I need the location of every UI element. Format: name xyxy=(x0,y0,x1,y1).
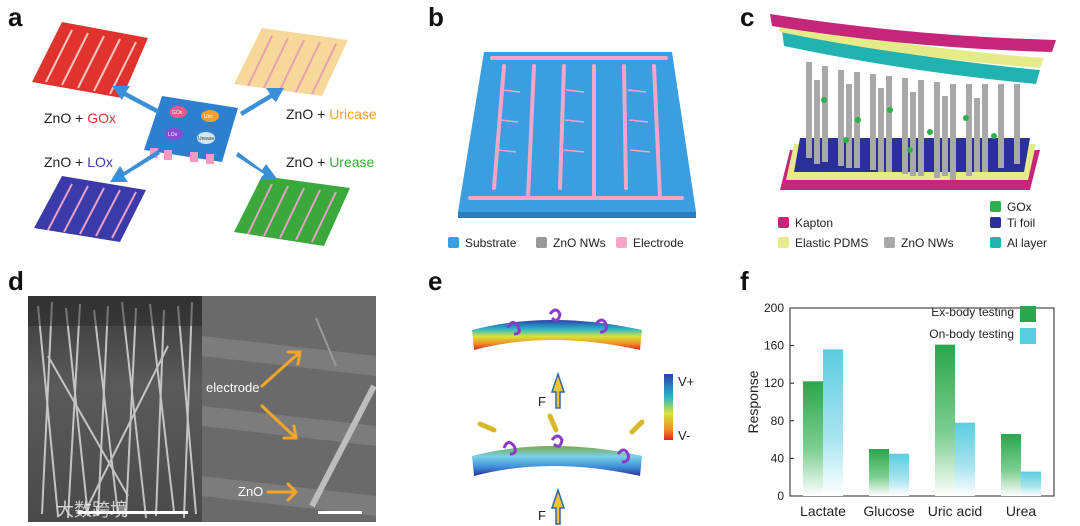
legend-zno-nws-c: ZnO NWs xyxy=(884,236,954,250)
legend-gox: GOx xyxy=(990,200,1032,214)
swatch-elastic-pdms xyxy=(778,237,789,248)
zno-label: ZnO xyxy=(238,484,264,499)
potential-colorbar xyxy=(664,374,673,440)
scale-top-label: V+ xyxy=(678,374,694,389)
bar-on-body xyxy=(955,422,975,496)
zno-nanowires xyxy=(497,89,651,153)
panel-letter-f: f xyxy=(740,266,749,296)
swatch-kapton xyxy=(778,217,789,228)
scale-bar-left xyxy=(78,511,188,514)
bar-ex-body xyxy=(803,381,823,496)
center-tag-gox: GOx xyxy=(172,110,183,116)
watermark: 大数跨境 xyxy=(56,500,128,521)
strained-film-bottom xyxy=(472,446,642,476)
enzyme-molecules xyxy=(502,308,630,464)
panel-letter-e: e xyxy=(428,266,443,296)
enzyme-gox: GOx xyxy=(87,110,116,126)
urease-chip xyxy=(234,176,350,246)
panel-a-arrows xyxy=(110,86,284,182)
y-tick-label: 80 xyxy=(771,414,785,428)
legend-elastic-pdms: Elastic PDMS xyxy=(778,236,868,250)
center-tag-uric: Uric xyxy=(204,114,213,120)
x-category-label: Uric acid xyxy=(928,503,982,519)
bar-ex-body xyxy=(1001,433,1021,496)
force-arrow-bottom xyxy=(550,487,566,525)
legend-zno-nws-b: ZnO NWs xyxy=(536,236,606,250)
y-tick-label: 40 xyxy=(771,451,785,465)
enzyme-urease: Urease xyxy=(329,154,375,170)
legend-swatch-ex-body xyxy=(1020,306,1036,322)
legend-substrate: Substrate xyxy=(448,236,516,250)
y-axis-label: Response xyxy=(745,370,761,433)
analyte-molecules xyxy=(477,413,645,435)
panel-letter-b: b xyxy=(428,2,444,32)
panel-letter-d: d xyxy=(8,266,24,296)
uricase-chip xyxy=(234,28,348,96)
y-tick-label: 160 xyxy=(764,339,784,353)
swatch-zno-nws-b xyxy=(536,237,547,248)
electrode-label: electrode xyxy=(206,380,260,395)
force-label-top: F xyxy=(538,394,546,409)
swatch-electrode xyxy=(616,237,627,248)
panel-b-figure xyxy=(458,52,696,218)
label-zno-gox: ZnO + GOx xyxy=(44,110,116,126)
swatch-gox xyxy=(990,201,1001,212)
bar-on-body xyxy=(1021,471,1041,496)
legend-al-layer: Al layer xyxy=(990,236,1047,250)
gox-molecules xyxy=(821,97,997,153)
label-zno-lox: ZnO + LOx xyxy=(44,154,113,170)
swatch-zno-nws-c xyxy=(884,237,895,248)
gox-chip xyxy=(32,22,148,98)
sem-image-electrode xyxy=(202,296,376,522)
legend-ex-body: Ex-body testing xyxy=(931,305,1014,319)
lox-chip xyxy=(34,176,146,242)
panel-letter-a: a xyxy=(8,2,23,32)
center-tag-lox: LOx xyxy=(168,132,178,138)
elastic-pdms xyxy=(778,22,1044,68)
plot-frame xyxy=(789,307,1055,497)
chart-legend: Ex-body testing On-body testing xyxy=(929,305,1036,344)
response-bar-chart: 0 40 80 120 160 200 Lactate Glucose Uric acid Ur… xyxy=(745,301,1055,519)
bar-on-body xyxy=(823,349,843,496)
strained-film-top xyxy=(472,320,642,350)
panel-e-figure: F F V+ V- xyxy=(472,308,694,525)
x-category-label: Lactate xyxy=(800,503,846,519)
swatch-substrate xyxy=(448,237,459,248)
bar-ex-body xyxy=(869,449,889,496)
enzyme-uricase: Uricase xyxy=(329,106,377,122)
swatch-al-layer xyxy=(990,237,1001,248)
electrodes xyxy=(468,56,684,200)
center-multiplex-chip: GOx Uric LOx Urease xyxy=(144,96,238,164)
y-tick-label: 200 xyxy=(764,301,784,315)
swatch-ti-foil xyxy=(990,217,1001,228)
enzyme-lox: LOx xyxy=(87,154,113,170)
scale-bar-right xyxy=(318,511,362,514)
legend-on-body: On-body testing xyxy=(929,327,1014,341)
y-tick-label: 0 xyxy=(777,489,784,503)
bar-ex-body xyxy=(935,344,955,496)
y-tick-label: 120 xyxy=(764,376,784,390)
panel-letter-c: c xyxy=(740,2,755,32)
bar-on-body xyxy=(889,453,909,496)
panel-a-figure: GOx Uric LOx Urease xyxy=(32,22,350,246)
legend-swatch-on-body xyxy=(1020,328,1036,344)
force-arrow-top xyxy=(550,371,566,409)
x-category-label: Urea xyxy=(1006,503,1037,519)
label-zno-uricase: ZnO + Uricase xyxy=(286,106,377,122)
legend-ti-foil: Ti foil xyxy=(990,216,1035,230)
legend-kapton: Kapton xyxy=(778,216,833,230)
panel-d-arrows xyxy=(260,350,302,502)
panel-c-figure xyxy=(770,14,1056,190)
scale-bottom-label: V- xyxy=(678,428,690,443)
label-zno-urease: ZnO + Urease xyxy=(286,154,375,170)
kapton-top xyxy=(770,14,1056,52)
center-tag-urease: Urease xyxy=(198,136,214,142)
x-category-label: Glucose xyxy=(863,503,915,519)
zno-nanowire-array xyxy=(806,62,1020,180)
force-label-bottom: F xyxy=(538,508,546,523)
legend-electrode: Electrode xyxy=(616,236,684,250)
sem-image-nanowires xyxy=(28,296,202,522)
